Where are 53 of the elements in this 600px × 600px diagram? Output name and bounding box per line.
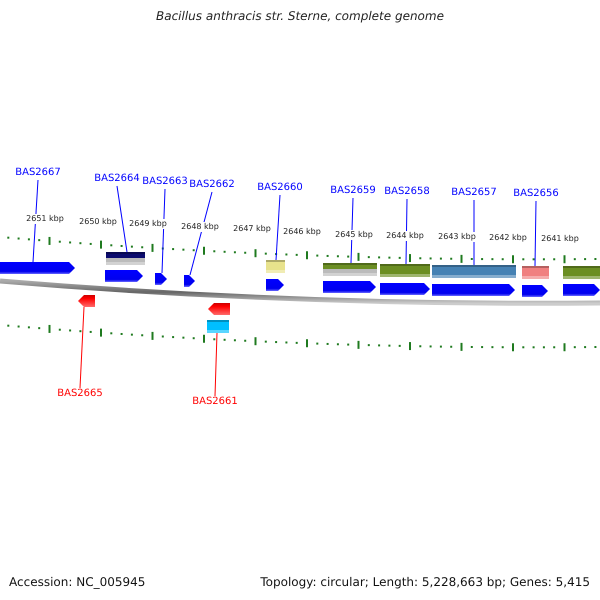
leader-line <box>116 186 128 252</box>
gene-feature <box>522 285 548 297</box>
gene-label: BAS2662 <box>189 179 235 191</box>
gene-label: BAS2659 <box>330 185 376 197</box>
position-label: 2648 kbp <box>181 222 219 232</box>
position-label: 2643 kbp <box>438 232 476 242</box>
gene-feature <box>563 284 600 296</box>
leader-line <box>162 188 166 274</box>
gene-feature <box>105 270 143 282</box>
gene-feature <box>432 284 515 296</box>
position-label: 2644 kbp <box>386 230 424 241</box>
gene-feature <box>155 273 167 285</box>
gene-feature-bar <box>106 252 145 265</box>
gene-feature <box>266 279 284 291</box>
leader-line <box>534 200 536 266</box>
gene-feature <box>78 295 95 307</box>
leader-line <box>190 192 212 276</box>
position-label: 2641 kbp <box>541 234 579 244</box>
leader-line <box>80 306 84 388</box>
genome-info: Accession: NC_005945 <box>9 575 146 589</box>
gene-label: BAS2665 <box>57 388 103 400</box>
gene-feature-bar <box>563 266 600 279</box>
chart-title: Bacillus anthracis str. Sterne, complete genome <box>155 9 445 23</box>
gene-feature <box>184 275 195 287</box>
gene-feature-bar <box>266 260 285 273</box>
gene-label: BAS2663 <box>142 176 188 188</box>
position-label: 2647 kbp <box>233 224 271 234</box>
gene-feature-bar <box>207 320 229 333</box>
gene-feature <box>323 281 376 293</box>
position-label: 2649 kbp <box>129 219 167 230</box>
gene-label: BAS2660 <box>257 182 303 194</box>
leader-line <box>276 194 280 260</box>
position-label: 2651 kbp <box>26 214 64 224</box>
gene-label: BAS2664 <box>94 173 140 185</box>
gene-label: BAS2657 <box>451 187 497 199</box>
gene-label: BAS2667 <box>15 167 61 179</box>
gene-label: BAS2661 <box>192 396 238 408</box>
gene-feature-bar <box>380 264 430 277</box>
leader-line <box>32 180 38 262</box>
leader-line <box>214 332 218 396</box>
position-label: 2645 kbp <box>335 230 373 240</box>
position-label: 2642 kbp <box>489 232 527 243</box>
gene-feature <box>380 283 430 295</box>
position-label: 2646 kbp <box>283 227 321 237</box>
gene-feature-bar <box>432 265 516 278</box>
genome-info: Topology: circular; Length: 5,228,663 bp; Genes: 5,415 <box>260 575 590 589</box>
gene-feature <box>208 303 230 315</box>
gene-feature <box>0 262 75 274</box>
gene-feature-bar <box>323 263 377 276</box>
gene-label: BAS2658 <box>384 186 430 198</box>
gene-label: BAS2656 <box>513 188 559 200</box>
position-label: 2650 kbp <box>79 216 117 227</box>
gene-feature-bar <box>522 266 549 279</box>
